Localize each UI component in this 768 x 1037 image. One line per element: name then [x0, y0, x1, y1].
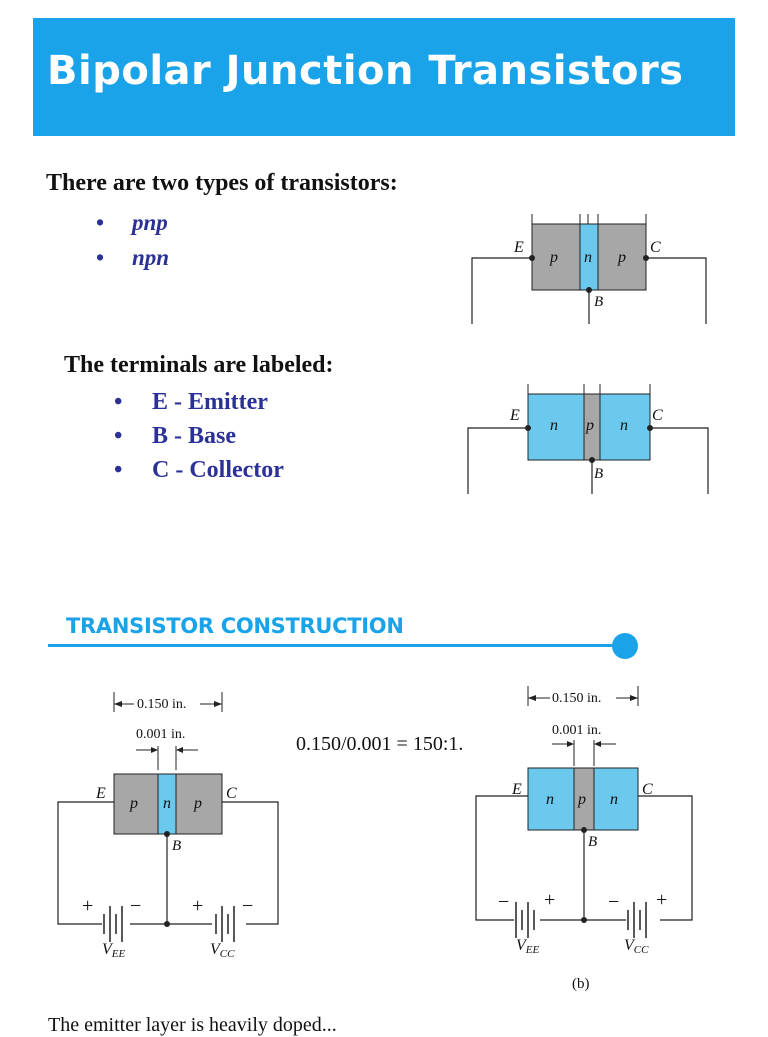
pnp-diagram: E C B p n p	[471, 214, 707, 324]
width-inner-label: 0.001 in.	[136, 727, 185, 742]
plus-sign: +	[656, 889, 667, 911]
list-item-pnp: pnp	[96, 205, 169, 240]
pnp-left-p-region	[531, 223, 581, 291]
section-dot-icon	[612, 633, 638, 659]
footer-text: The emitter layer is heavily doped...	[48, 1014, 337, 1036]
figure-caption: (b)	[572, 976, 590, 992]
npn-construction-diagram: 0.150 in. 0.001 in. n p n E C B − + − + …	[475, 686, 693, 956]
types-heading: There are two types of transistors:	[46, 170, 398, 196]
plus-sign: +	[82, 895, 93, 917]
collector-label: C	[650, 239, 661, 256]
emitter-label: E	[511, 781, 522, 798]
page-title: Bipolar Junction Transistors	[47, 48, 684, 94]
section-heading: TRANSISTOR CONSTRUCTION	[66, 614, 404, 638]
emitter-label: E	[509, 407, 520, 424]
title-banner: Bipolar Junction Transistors	[33, 18, 735, 136]
p-region-label: p	[585, 417, 594, 434]
n-region-label: n	[550, 417, 558, 434]
vee-label: VEE	[516, 937, 540, 956]
minus-sign: −	[242, 895, 253, 917]
emitter-label: E	[95, 785, 106, 802]
emitter-label: E	[513, 239, 524, 256]
minus-sign: −	[498, 891, 509, 913]
npn-right-n-region	[599, 393, 651, 461]
vee-label: VEE	[102, 941, 126, 960]
minus-sign: −	[130, 895, 141, 917]
terminals-heading: The terminals are labeled:	[64, 352, 334, 378]
plus-sign: +	[544, 889, 555, 911]
list-item-collector: C - Collector	[114, 453, 284, 487]
base-label: B	[594, 466, 603, 482]
n-region-label: n	[163, 795, 171, 812]
width-outer-label: 0.150 in.	[137, 697, 186, 712]
types-list: pnp npn	[96, 205, 169, 275]
pnp-construction-diagram: 0.150 in. 0.001 in. p n p E C B + − + − …	[57, 692, 279, 960]
vcc-label: VCC	[210, 941, 235, 960]
n-region-label: n	[610, 791, 618, 808]
npn-diagram: E C B n p n	[467, 384, 709, 494]
width-inner-label: 0.001 in.	[552, 723, 601, 738]
list-item-base: B - Base	[114, 419, 284, 453]
pnp-right-p-region	[597, 223, 647, 291]
p-region-label: p	[549, 249, 558, 266]
n-region-label: n	[546, 791, 554, 808]
p-region-label: p	[193, 795, 202, 812]
p-region-label: p	[577, 791, 586, 808]
collector-label: C	[652, 407, 663, 424]
vcc-label: VCC	[624, 937, 649, 956]
list-item-emitter: E - Emitter	[114, 385, 284, 419]
list-item-npn: npn	[96, 240, 169, 275]
width-outer-label: 0.150 in.	[552, 691, 601, 706]
base-label: B	[172, 838, 181, 854]
p-region-label: p	[129, 795, 138, 812]
npn-left-n-region	[527, 393, 585, 461]
base-label: B	[594, 294, 603, 310]
n-region-label: n	[584, 249, 592, 266]
thickness-ratio: 0.150/0.001 = 150:1.	[296, 733, 464, 755]
terminals-list: E - Emitter B - Base C - Collector	[114, 385, 284, 487]
section-divider	[48, 644, 628, 647]
collector-label: C	[226, 785, 237, 802]
base-label: B	[588, 834, 597, 850]
plus-sign: +	[192, 895, 203, 917]
minus-sign: −	[608, 891, 619, 913]
n-region-label: n	[620, 417, 628, 434]
p-region-label: p	[617, 249, 626, 266]
collector-label: C	[642, 781, 653, 798]
